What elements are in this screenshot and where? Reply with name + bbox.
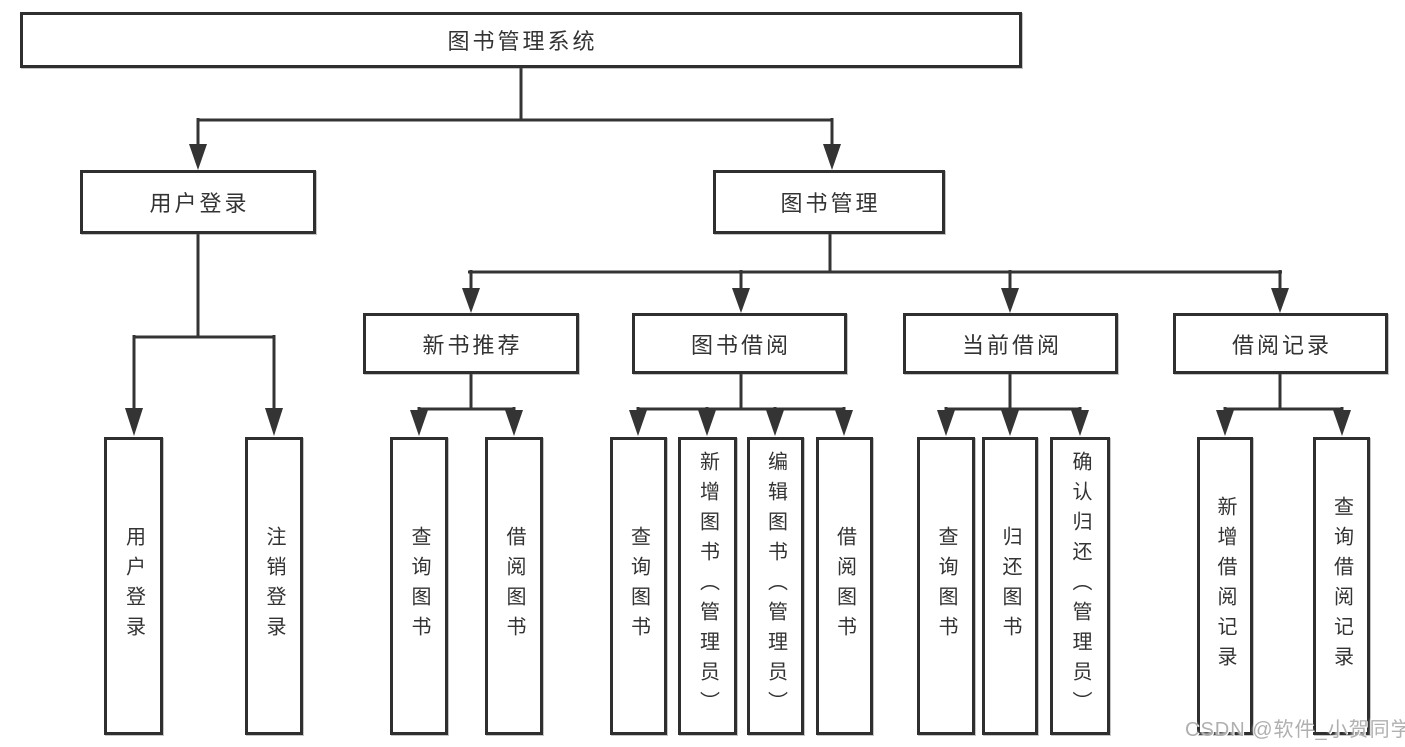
leaf-borrow-add-books-admin-label: 新增图书（管理员） (696, 451, 719, 721)
leaf-borrow-borrow-books-label: 借阅图书 (833, 526, 856, 646)
node-user-login: 用户登录 (80, 170, 316, 234)
leaf-borrow-query-books: 查询图书 (610, 437, 667, 735)
node-book-borrow: 图书借阅 (632, 313, 847, 374)
node-new-book-recommend-label: 新书推荐 (422, 332, 523, 358)
node-new-book-recommend: 新书推荐 (363, 313, 579, 374)
leaf-borrow-query-books-label: 查询图书 (627, 526, 650, 646)
leaf-user-login: 用户登录 (104, 437, 163, 735)
leaf-recommend-borrow-books-label: 借阅图书 (503, 526, 525, 646)
leaf-records-query-record-label: 查询借阅记录 (1330, 496, 1353, 676)
node-current-borrow: 当前借阅 (903, 313, 1118, 374)
leaf-borrow-edit-books-admin: 编辑图书（管理员） (747, 437, 804, 735)
node-book-management: 图书管理 (713, 170, 945, 234)
node-borrow-records: 借阅记录 (1173, 313, 1388, 374)
node-borrow-records-label: 借阅记录 (1231, 332, 1332, 358)
leaf-borrow-edit-books-admin-label: 编辑图书（管理员） (764, 451, 787, 721)
leaf-borrow-borrow-books: 借阅图书 (816, 437, 873, 735)
leaf-recommend-borrow-books: 借阅图书 (485, 437, 543, 735)
node-current-borrow-label: 当前借阅 (961, 332, 1062, 358)
leaf-records-add-record: 新增借阅记录 (1197, 437, 1253, 735)
leaf-current-query-books-label: 查询图书 (935, 526, 957, 646)
node-library-management-system: 图书管理系统 (20, 12, 1022, 68)
node-user-login-label: 用户登录 (149, 191, 250, 216)
leaf-records-add-record-label: 新增借阅记录 (1214, 496, 1236, 676)
node-book-borrow-label: 图书借阅 (690, 332, 791, 358)
leaf-current-confirm-return-admin: 确认归还（管理员） (1050, 437, 1110, 735)
leaf-current-query-books: 查询图书 (917, 437, 975, 735)
csdn-watermark: CSDN @软件_小贺同学 (1185, 719, 1405, 741)
leaf-borrow-add-books-admin: 新增图书（管理员） (678, 437, 737, 735)
leaf-current-confirm-return-admin-label: 确认归还（管理员） (1069, 451, 1091, 721)
node-book-management-label: 图书管理 (780, 191, 881, 216)
leaf-recommend-query-books-label: 查询图书 (408, 526, 430, 646)
node-library-management-system-label: 图书管理系统 (447, 29, 598, 54)
leaf-logout: 注销登录 (245, 437, 303, 735)
leaf-records-query-record: 查询借阅记录 (1313, 437, 1370, 735)
leaf-current-return-books-label: 归还图书 (999, 526, 1021, 646)
leaf-user-login-label: 用户登录 (122, 526, 145, 646)
leaf-current-return-books: 归还图书 (982, 437, 1038, 735)
leaf-recommend-query-books: 查询图书 (390, 437, 448, 735)
leaf-logout-label: 注销登录 (263, 526, 285, 646)
